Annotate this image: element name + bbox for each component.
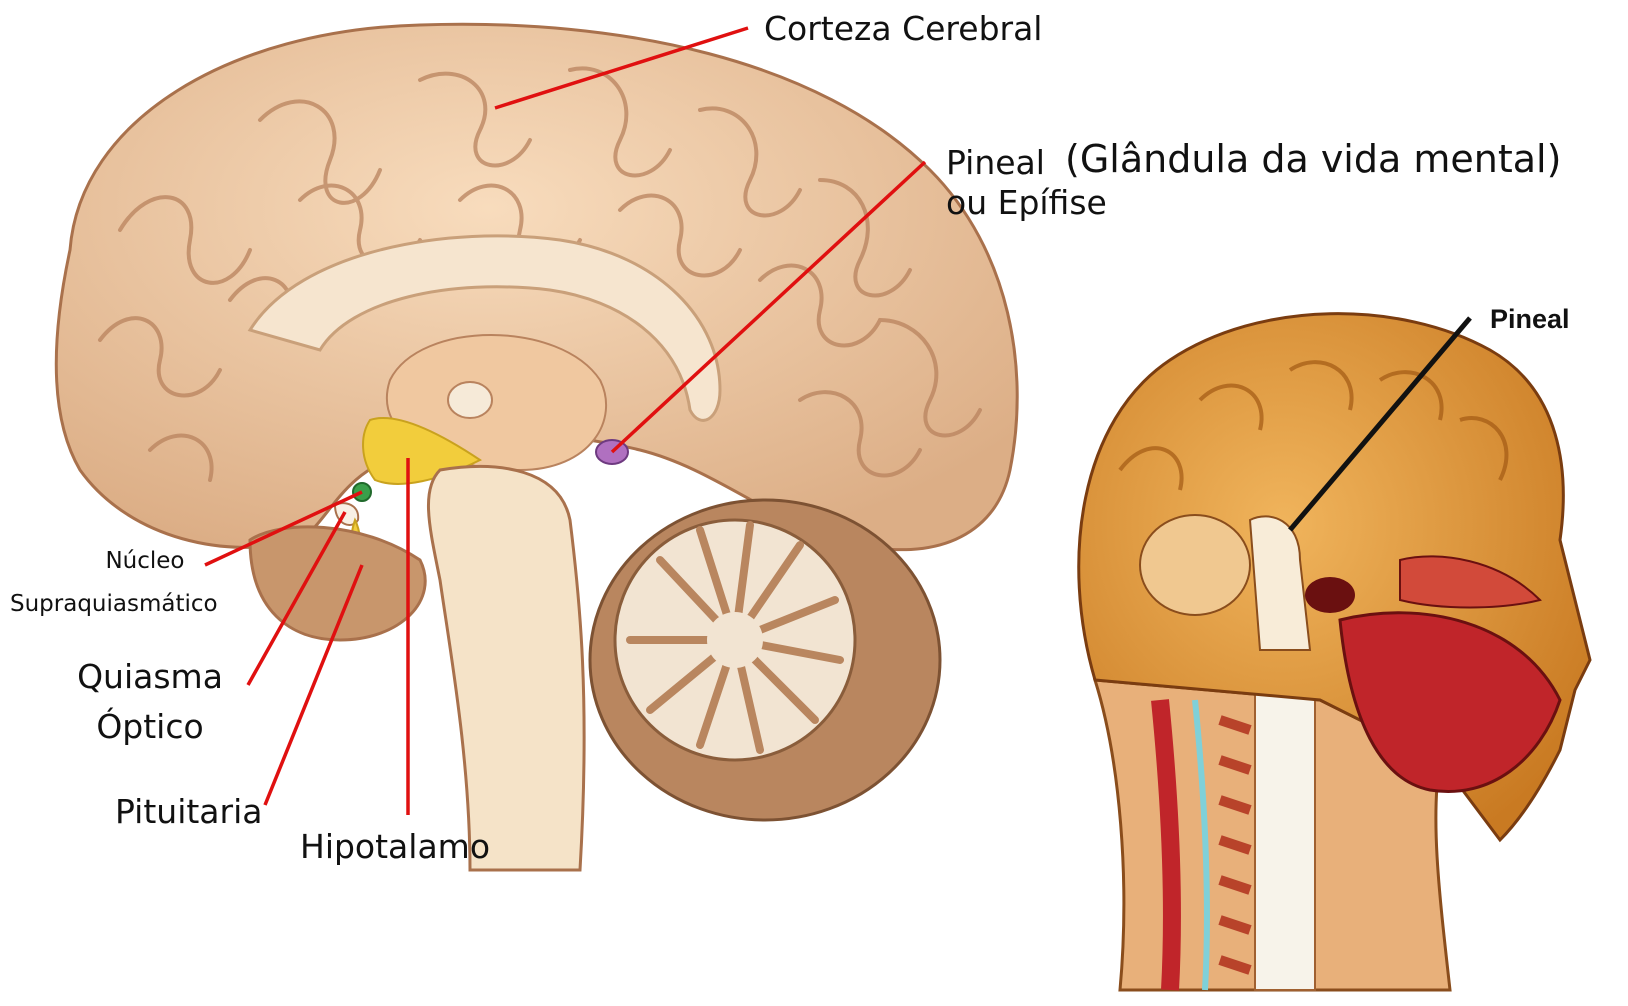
chiasm-label-line1: Quiasma — [60, 660, 240, 693]
pineal-description-label: (Glândula da vida mental) — [1065, 140, 1561, 178]
head-pineal-label: Pineal — [1490, 306, 1570, 333]
brainstem — [428, 467, 584, 870]
nucleus-label-line2: Supraquiasmático — [10, 593, 218, 616]
pituitary-label: Pituitaria — [115, 795, 263, 828]
cortex-label: Corteza Cerebral — [764, 12, 1042, 45]
pineal-label: Pineal — [946, 146, 1045, 179]
nucleus-label-line1: Núcleo — [70, 550, 220, 573]
chiasm-label-line2: Óptico — [60, 710, 240, 743]
head-sagittal-section — [1079, 314, 1590, 990]
pineal-alt-name-label: ou Epífise — [946, 186, 1107, 219]
cerebellum — [590, 500, 940, 820]
hypothalamus-label: Hipotalamo — [300, 830, 490, 863]
